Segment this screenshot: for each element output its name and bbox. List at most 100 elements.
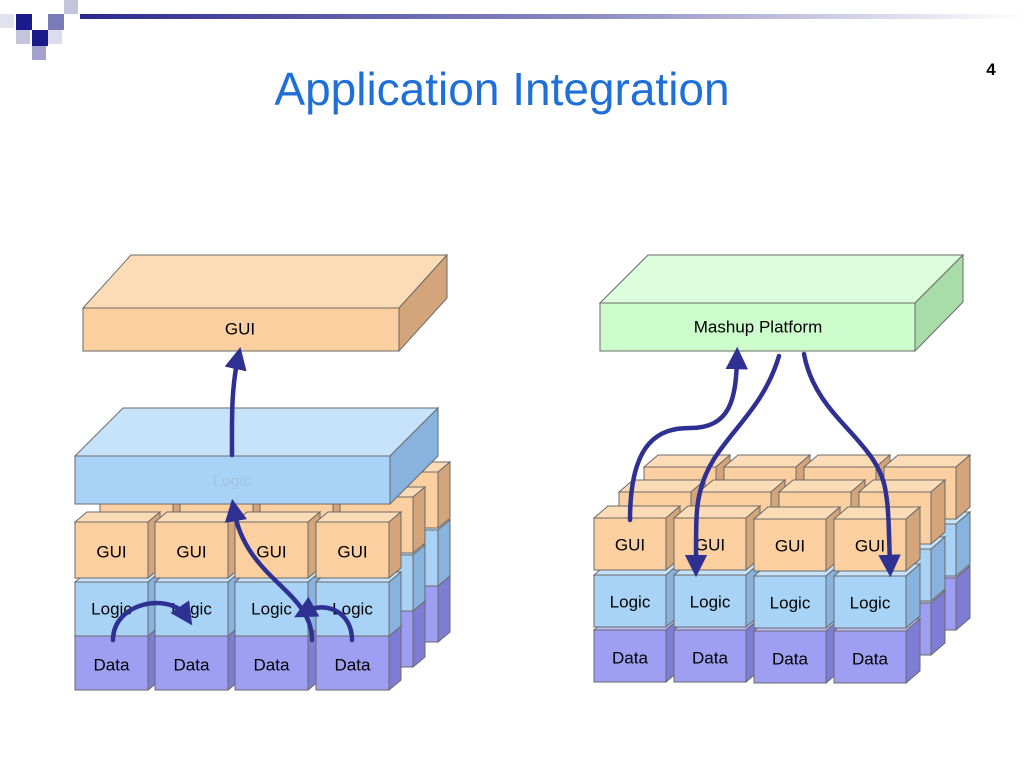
back-logic-box-side-face (955, 510, 971, 578)
header-bar (80, 14, 1024, 19)
logic-layer-front (74, 455, 391, 505)
logic-box-side-face (905, 562, 921, 630)
back-gui-box-top-face (857, 479, 947, 493)
logic-layer-label: Logic (213, 473, 251, 490)
right-stack-3: Data Logic GUI (752, 505, 842, 685)
right-front-row: DataLogicGUIDataLogicGUIDataLogicGUIData… (592, 504, 922, 685)
header-square (16, 14, 32, 30)
data-label: Data (335, 655, 371, 674)
logic-box-front-face (833, 575, 907, 629)
gui-box-top-face (233, 511, 322, 523)
back-logic-box-side-face (437, 518, 451, 588)
logic-box-front-face (753, 575, 827, 629)
right-stack-4: Data Logic GUI (832, 505, 922, 685)
gui-box (314, 510, 403, 580)
data-label: Data (852, 649, 888, 668)
gui-box-front-face (315, 521, 390, 579)
arrow-gui-to-mashup (627, 346, 748, 523)
back-gui-box-top-face (697, 479, 787, 493)
gui-label: GUI (256, 542, 286, 561)
logic-box-front-face (673, 574, 747, 628)
logic-box-side-face (388, 570, 402, 638)
arrow-mashup-to-gui-4 (801, 351, 901, 578)
logic-label: Logic (850, 593, 891, 612)
left-arrows (110, 347, 355, 643)
gui-label: GUI (855, 536, 885, 555)
left-front-row: DataLogicGUIDataLogicGUIDataLogicGUIData… (73, 510, 403, 692)
gui-label: GUI (775, 536, 805, 555)
arrow-mashup-to-gui-2 (684, 353, 782, 578)
gui-box (592, 504, 682, 572)
header-square (48, 30, 62, 44)
back-gui-box-side-face (930, 478, 946, 546)
gui-box-front-face (74, 521, 149, 579)
header-square (0, 14, 14, 28)
data-label: Data (772, 649, 808, 668)
gui-layer-front (82, 307, 400, 352)
data-box-side-face (388, 624, 402, 692)
gui-box-top-face (73, 511, 162, 523)
back-data-box-side-face (437, 574, 451, 644)
gui-label: GUI (615, 535, 645, 554)
data-box-front-face (673, 629, 747, 683)
gui-box-front-face (593, 517, 667, 571)
logic-label: Logic (251, 599, 292, 618)
gui-label: GUI (96, 542, 126, 561)
gui-box-top-face (314, 511, 403, 523)
arrow-data-to-logic-right (294, 596, 355, 643)
gui-label: GUI (337, 542, 367, 561)
right-arrows (627, 346, 901, 578)
back-gui-box-side-face (955, 453, 971, 521)
slide-title: Application Integration (274, 63, 730, 115)
header-square (48, 14, 64, 30)
gui-box-front-face (154, 521, 229, 579)
logic-layer-top (73, 407, 440, 457)
back-logic-box-side-face (930, 535, 946, 603)
data-label: Data (174, 655, 210, 674)
logic-label: Logic (770, 593, 811, 612)
data-box-front-face (593, 629, 667, 683)
left-stack-1: Data Logic GUI (73, 510, 162, 692)
data-box-front-face (753, 630, 827, 684)
data-box-front-face (74, 635, 149, 691)
data-box-side-face (905, 617, 921, 685)
arrow-to-gui-layer (224, 347, 247, 458)
gui-box (153, 510, 242, 580)
gui-box-top-face (832, 506, 922, 520)
gui-box-top-face (592, 505, 682, 519)
page-number: 4 (986, 60, 996, 79)
back-gui-box-top-face (722, 454, 812, 468)
gui-box-side-face (388, 510, 402, 580)
logic-label: Logic (91, 599, 132, 618)
arrow-data-to-logic (110, 600, 193, 643)
back-data-box-side-face (412, 599, 426, 669)
back-data-box-side-face (930, 589, 946, 657)
gui-box-top-face (153, 511, 242, 523)
data-box-front-face (833, 630, 907, 684)
left-diagram: LogicDataLogicGUIDataLogicGUIDataLogicGU… (73, 253, 452, 692)
left-gui-layer: GUI (81, 253, 449, 353)
data-label: Data (692, 648, 728, 667)
logic-box-front-face (593, 574, 667, 628)
data-label: Data (94, 655, 130, 674)
gui-layer-top (81, 254, 449, 309)
data-box-front-face (315, 635, 390, 691)
back-gui-box-top-face (777, 479, 867, 493)
arrow-data-to-gui (224, 498, 315, 643)
logic-box (153, 570, 242, 638)
header-square (16, 30, 30, 44)
mashup-platform-layer: Mashup Platform (598, 253, 965, 353)
back-gui-box-side-face (437, 460, 451, 530)
mashup-layer-front (599, 302, 916, 352)
back-gui-box-side-face (412, 485, 426, 555)
gui-box-front-face (753, 518, 827, 572)
gui-box (73, 510, 162, 580)
gui-layer-label: GUI (225, 319, 255, 338)
left-logic-layer: Logic (73, 406, 440, 506)
